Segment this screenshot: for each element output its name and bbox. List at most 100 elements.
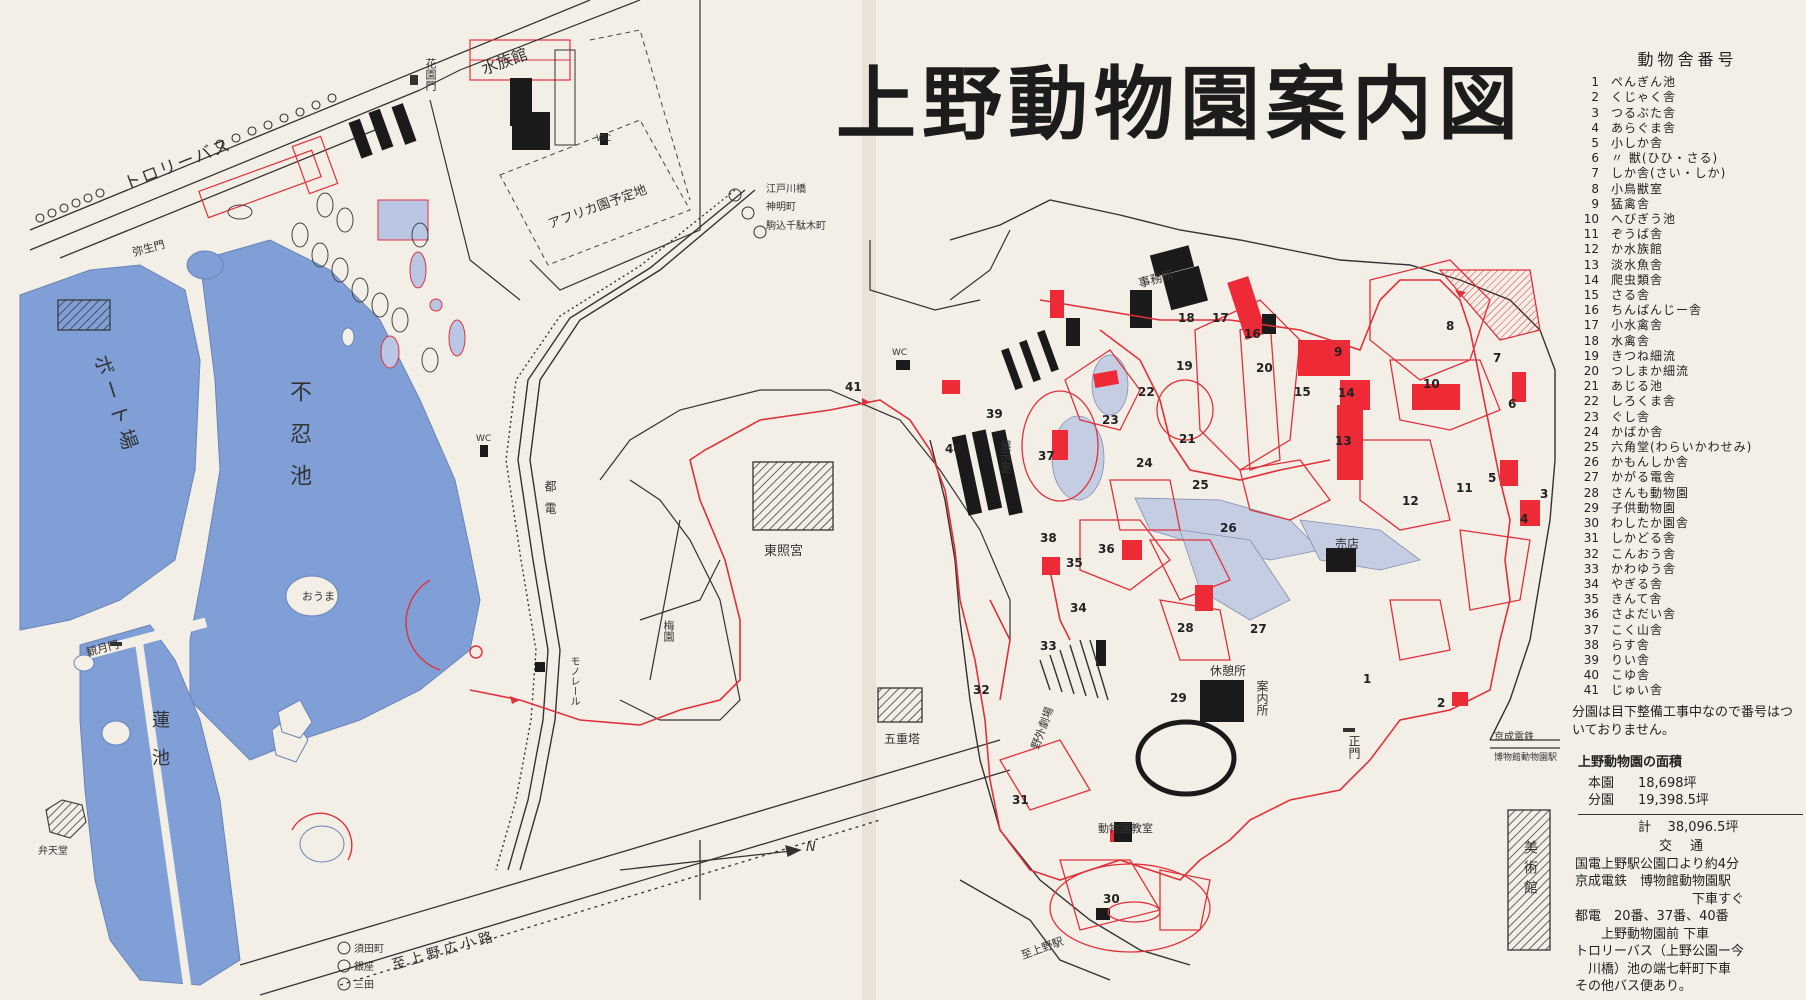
central-park	[599, 229, 1011, 721]
svg-text:16: 16	[1244, 327, 1261, 341]
legend-item-number: 39	[1583, 652, 1599, 667]
legend-item: 26 かもんしか舎	[1575, 455, 1800, 470]
legend-item-name: くじゃく舎	[1611, 90, 1677, 105]
svg-text:40: 40	[945, 442, 962, 456]
transport-line: 下車すぐ	[1575, 891, 1745, 907]
legend-item-name: じゅい舎	[1611, 683, 1664, 698]
svg-text:36: 36	[1098, 542, 1115, 556]
area-row-label: 本園	[1588, 776, 1615, 791]
legend-item-name: ちんぱんじー舎	[1611, 303, 1703, 318]
legend-item-number: 32	[1583, 546, 1599, 561]
gojunoto-building	[877, 687, 923, 723]
label-stop-edogawabashi: 江戸川橋	[766, 184, 806, 195]
legend-item: 41 じゅい舎	[1575, 683, 1800, 698]
legend-item-number: 14	[1583, 272, 1599, 287]
transport-line: 上野動物園前 下車	[1575, 926, 1710, 942]
toshogu-building	[752, 461, 834, 531]
svg-text:22: 22	[1138, 385, 1155, 399]
svg-text:20: 20	[1256, 361, 1273, 375]
svg-text:4: 4	[1520, 512, 1528, 526]
north-arrow	[619, 840, 802, 900]
visitor-route	[469, 279, 1511, 881]
legend-item-number: 27	[1583, 470, 1599, 485]
svg-text:1: 1	[1363, 672, 1371, 686]
legend-item-name: つしまか細流	[1611, 364, 1690, 379]
legend-item-name: しかどる舎	[1611, 531, 1677, 546]
paper-fold	[862, 0, 876, 1000]
svg-text:38: 38	[1040, 531, 1057, 545]
legend-item-number: 40	[1583, 668, 1599, 683]
legend-item-name: あじる池	[1611, 379, 1664, 394]
label-ouma: おうま	[302, 590, 335, 603]
area-heading: 上野動物園の面積	[1578, 755, 1683, 770]
area-row-branch: 分園 19,398.5坪	[1578, 792, 1803, 809]
area-total: 計 38,096.5坪	[1578, 814, 1803, 836]
label-dobutsuen-kyoshitsu: 動物園教室	[1098, 822, 1153, 835]
legend-item-number: 23	[1583, 409, 1599, 424]
legend-item-number: 6	[1591, 151, 1599, 166]
transport-info: 交通 国電上野駅公園口より約4分京成電鉄 博物館動物園駅 下車すぐ都電 20番、…	[1575, 838, 1805, 996]
label-omotemon: 正門	[1347, 735, 1361, 759]
legend-item-name: かわゆう舎	[1611, 561, 1677, 576]
legend-item-name: かもんしか舎	[1611, 455, 1690, 470]
area-row-value: 18,698坪	[1638, 776, 1697, 791]
label-hakubutsukan-station: 博物館動物園駅	[1494, 753, 1558, 763]
svg-text:30: 30	[1103, 892, 1120, 906]
svg-text:39: 39	[986, 407, 1003, 421]
legend-item-number: 22	[1583, 394, 1599, 409]
label-gojunoto: 五重塔	[884, 732, 921, 746]
area-row-value: 19,398.5坪	[1638, 793, 1709, 808]
branch-notice: 分園は目下整備工事中なので番号はついておりません。	[1572, 705, 1794, 738]
label-umezono: 梅園	[662, 620, 675, 642]
legend-item-name: しろくま舎	[1611, 394, 1677, 409]
svg-text:41: 41	[845, 380, 862, 394]
legend-item-number: 11	[1583, 227, 1599, 242]
legend-item-name: 小しか舎	[1611, 136, 1664, 151]
causeway-east	[88, 617, 208, 659]
legend-item-number: 41	[1583, 683, 1599, 698]
label-stop-komagome: 駒込千駄木町	[766, 221, 826, 232]
legend-item-number: 15	[1583, 288, 1599, 303]
legend-item-name: へびぎう池	[1611, 212, 1677, 227]
label-tenjishitsu: 展示室	[999, 440, 1012, 473]
svg-text:5: 5	[1488, 471, 1496, 485]
label-monorail: モノレール	[568, 656, 579, 706]
transport-line: 都電 20番、37番、40番	[1575, 909, 1729, 924]
label-keisei: 京成電鉄	[1494, 732, 1534, 743]
svg-text:6: 6	[1508, 397, 1516, 411]
legend-item-name: わしたか園舎	[1611, 516, 1690, 531]
transport-line: その他バス便あり。	[1575, 979, 1692, 994]
transport-heading: 交通	[1658, 839, 1721, 854]
legend-item-name: ぐし舎	[1611, 409, 1651, 424]
legend-item-number: 26	[1583, 455, 1599, 470]
legend-item-number: 36	[1583, 607, 1599, 622]
boat-house	[57, 299, 111, 331]
label-wc-2: WC	[892, 348, 908, 358]
legend-item-number: 35	[1583, 592, 1599, 607]
label-kyukeijo: 休憩所	[1210, 664, 1247, 678]
legend-item-number: 3	[1591, 105, 1599, 120]
svg-text:35: 35	[1066, 556, 1083, 570]
causeway	[134, 641, 194, 999]
svg-text:24: 24	[1136, 456, 1153, 470]
svg-text:12: 12	[1402, 494, 1419, 508]
legend-item-number: 19	[1583, 348, 1599, 363]
